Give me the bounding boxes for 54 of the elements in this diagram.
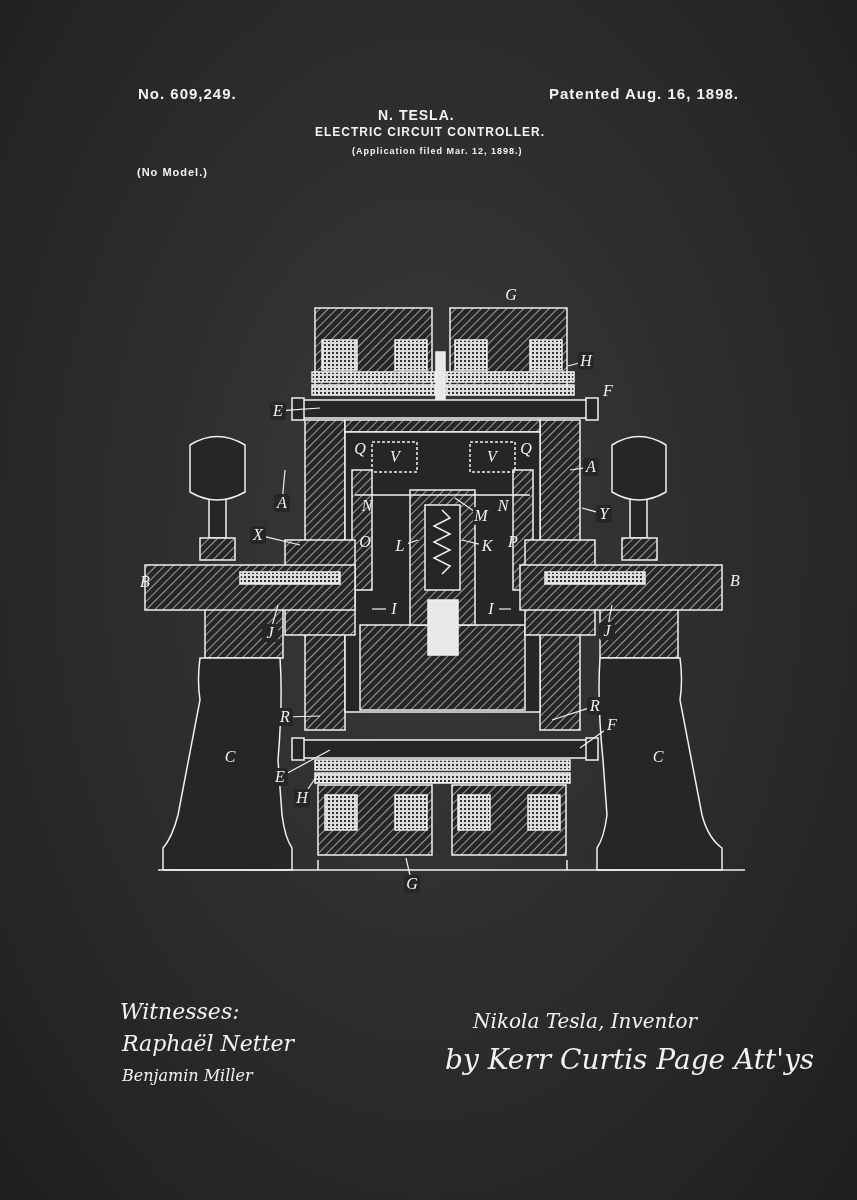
part-letter: E	[272, 768, 288, 786]
leader-line	[287, 749, 331, 774]
leader-line	[454, 497, 474, 512]
part-letter: C	[651, 748, 665, 766]
part-letter: V	[486, 448, 499, 466]
leader-line	[405, 857, 411, 876]
part-letter: J	[262, 624, 278, 642]
part-letter: O	[358, 533, 372, 551]
part-letter: M	[473, 507, 489, 525]
part-letter: F	[604, 716, 620, 734]
part-letter: N	[496, 497, 510, 515]
part-letter: V	[389, 448, 402, 466]
part-letter: G	[404, 875, 420, 893]
header-text: (Application filed Mar. 12, 1898.)	[352, 147, 523, 157]
part-letter: A	[583, 458, 599, 476]
part-letter: R	[277, 708, 293, 726]
leader-line	[271, 604, 279, 625]
handwritten-signature: by Kerr Curtis Page Att'ys	[445, 1045, 815, 1076]
part-letter: Y	[596, 505, 612, 523]
part-letter: Q	[519, 440, 533, 458]
part-letter: C	[223, 748, 237, 766]
header-text: Patented Aug. 16, 1898.	[549, 86, 739, 103]
leader-line	[265, 536, 301, 546]
leader-line	[581, 507, 597, 513]
handwritten-signature: Benjamin Miller	[122, 1067, 253, 1085]
leader-line	[307, 773, 319, 790]
leader-line	[608, 604, 613, 623]
part-letter: E	[270, 402, 286, 420]
leader-line	[282, 469, 286, 495]
handwritten-signature: Nikola Tesla, Inventor	[473, 1010, 698, 1032]
leader-line	[498, 608, 512, 610]
header-text: (No Model.)	[137, 166, 208, 179]
header-text: N. TESLA.	[378, 108, 455, 124]
leader-line	[292, 715, 321, 718]
leader-line	[569, 467, 584, 471]
part-letter: G	[504, 286, 518, 304]
part-letter: B	[729, 572, 741, 590]
part-letter: H	[578, 352, 594, 370]
header-text: No. 609,249.	[138, 86, 237, 103]
header-text: ELECTRIC CIRCUIT CONTROLLER.	[315, 126, 545, 140]
part-letter: R	[587, 697, 603, 715]
leader-line	[579, 730, 605, 749]
handwritten-signature: Raphaël Netter	[122, 1032, 295, 1057]
leader-line	[567, 362, 579, 367]
part-letter: J	[599, 622, 615, 640]
handwritten-signature: Witnesses:	[120, 1000, 240, 1025]
leader-line	[371, 608, 387, 610]
leader-line	[461, 539, 480, 545]
part-letter: F	[602, 382, 614, 400]
part-letter: X	[250, 526, 266, 544]
part-letter: Q	[353, 440, 367, 458]
leader-line	[407, 539, 419, 544]
part-letter: H	[294, 789, 310, 807]
part-letter: A	[274, 494, 290, 512]
